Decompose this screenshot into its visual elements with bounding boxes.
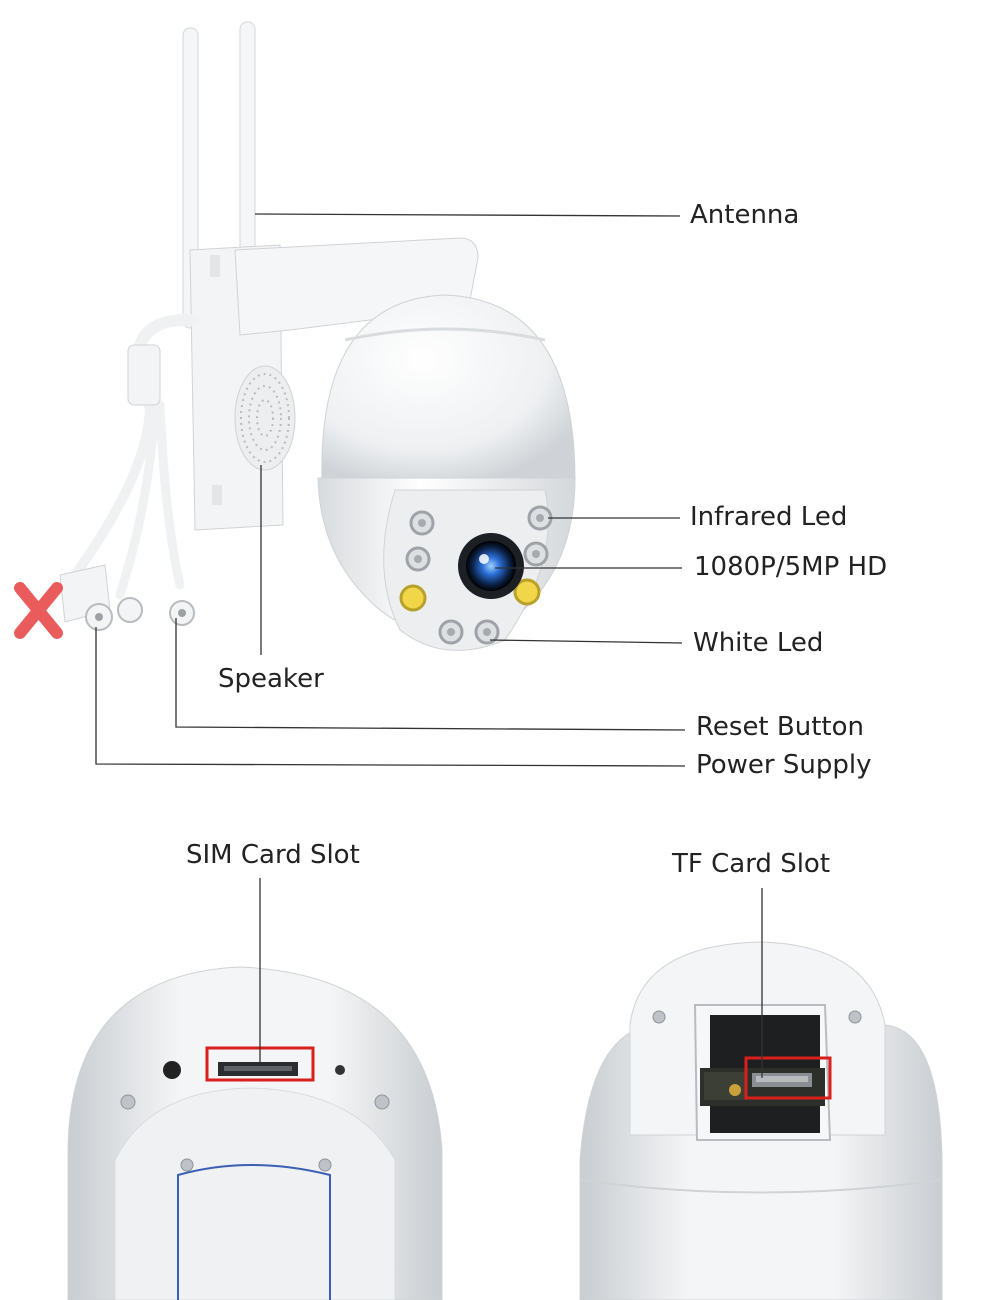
leader-line-reset-button <box>175 618 686 731</box>
label-white-led: White Led <box>693 628 824 658</box>
led-array <box>399 505 553 645</box>
label-hd-resolution: 1080P/5MP HD <box>694 552 888 582</box>
infrared-led <box>405 546 431 572</box>
tf-highlight-box <box>744 1056 832 1100</box>
leader-lines <box>95 213 686 767</box>
cable-connectors <box>59 344 195 631</box>
infrared-led <box>438 619 464 645</box>
infrared-led <box>523 541 549 567</box>
sim-card-slot <box>218 1062 298 1076</box>
white-led <box>399 584 427 612</box>
leader-line-power-supply <box>95 627 686 767</box>
label-power-supply: Power Supply <box>696 750 872 780</box>
label-sim-card-slot: SIM Card Slot <box>186 840 360 870</box>
leader-line-antenna <box>254 213 681 217</box>
leader-line-white-led <box>489 639 683 644</box>
speaker-grille <box>234 365 296 471</box>
tf-slot-view <box>579 941 943 1300</box>
sim-slot-view <box>67 966 443 1300</box>
tf-card-slot <box>752 1073 812 1087</box>
label-antenna: Antenna <box>690 200 800 230</box>
camera-dome <box>321 294 576 481</box>
label-speaker: Speaker <box>218 664 324 694</box>
label-infrared-led: Infrared Led <box>690 502 848 532</box>
reset-button-connector <box>169 600 195 626</box>
power-supply-connector <box>85 603 113 631</box>
infrared-led <box>474 619 500 645</box>
infrared-led <box>409 510 435 536</box>
label-reset-button: Reset Button <box>696 712 864 742</box>
label-tf-card-slot: TF Card Slot <box>672 849 831 879</box>
camera-lens <box>458 533 524 599</box>
white-led <box>513 578 541 606</box>
unsupported-port-x-mark <box>14 582 63 639</box>
antenna-right <box>239 21 256 283</box>
infrared-led <box>527 505 553 531</box>
